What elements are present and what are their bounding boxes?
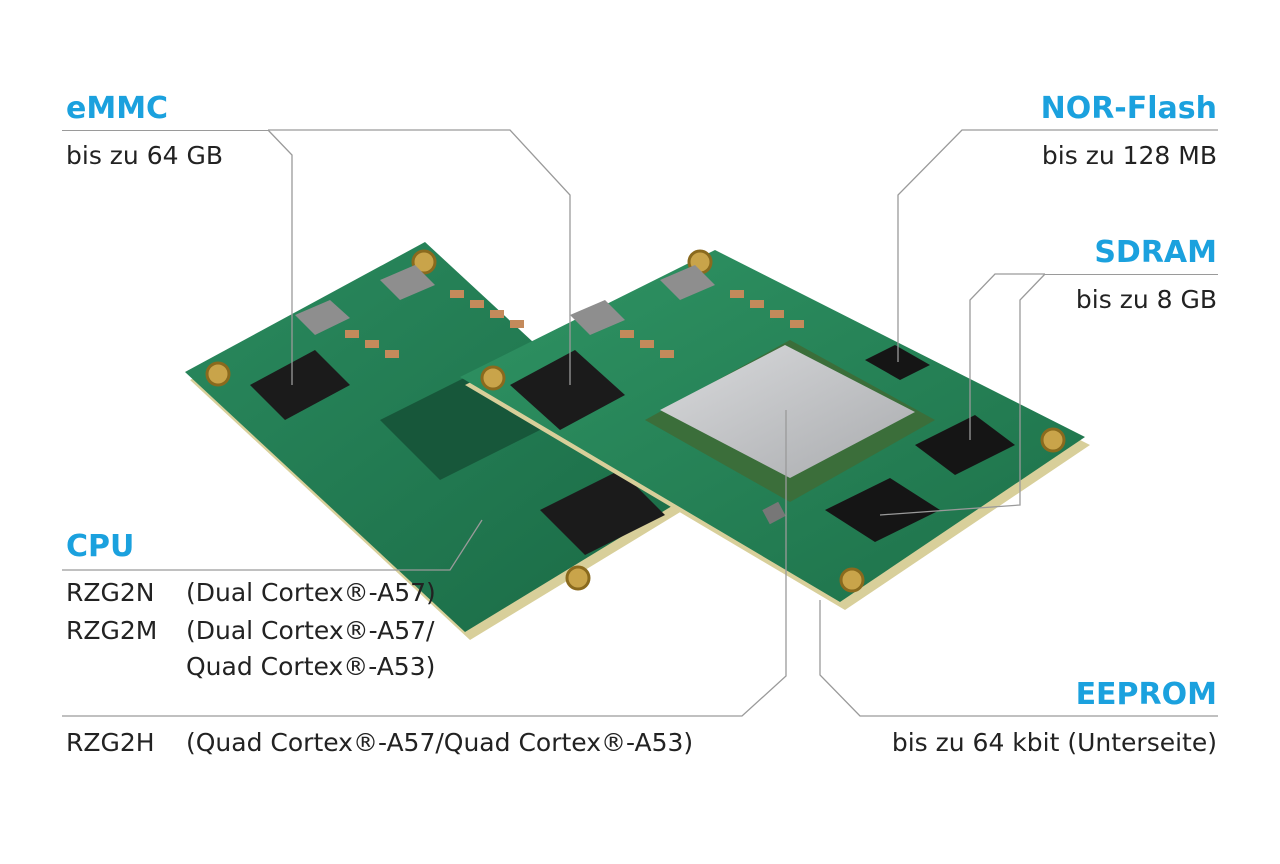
cpu-model-rzg2h: RZG2H xyxy=(66,728,155,757)
cpu-model-rzg2n: RZG2N xyxy=(66,578,155,607)
nor-flash-chip xyxy=(865,345,930,380)
pcb-board-back xyxy=(185,242,700,640)
cpu-desc-rzg2h: (Quad Cortex®-A57/Quad Cortex®-A53) xyxy=(186,728,694,757)
emmc-chip xyxy=(250,350,350,420)
emmc-rule xyxy=(62,130,268,131)
eeprom-title: EEPROM xyxy=(1075,677,1217,712)
mounting-hole xyxy=(565,565,591,591)
emmc-value: bis zu 64 GB xyxy=(66,141,223,170)
sdram-value: bis zu 8 GB xyxy=(1075,285,1217,314)
cpu-desc-rzg2m: (Dual Cortex®-A57/ xyxy=(186,616,435,645)
mounting-hole xyxy=(1040,427,1066,453)
sdram-chip xyxy=(915,415,1015,475)
nor-flash-value: bis zu 128 MB xyxy=(1041,141,1217,170)
cpu-model-rzg2m: RZG2M xyxy=(66,616,158,645)
sdram-title: SDRAM xyxy=(1094,235,1217,270)
cpu-desc-rzg2n: (Dual Cortex®-A57) xyxy=(186,578,436,607)
sdram-chip xyxy=(825,478,940,542)
emmc-title: eMMC xyxy=(66,91,169,126)
mounting-hole xyxy=(205,361,231,387)
eeprom-value: bis zu 64 kbit (Unterseite) xyxy=(891,728,1217,757)
pcb-board-front xyxy=(460,249,1090,610)
mounting-hole xyxy=(480,365,506,391)
emmc-chip xyxy=(510,350,625,430)
mounting-hole xyxy=(411,249,437,275)
mounting-hole xyxy=(839,567,865,593)
cpu-desc-rzg2m-line2: Quad Cortex®-A53) xyxy=(186,652,436,681)
cpu-title: CPU xyxy=(66,529,135,564)
nor-flash-title: NOR-Flash xyxy=(1040,91,1217,126)
sdram-rule xyxy=(1045,274,1218,275)
leader-lines xyxy=(62,129,1218,717)
cpu-chip xyxy=(660,345,915,478)
